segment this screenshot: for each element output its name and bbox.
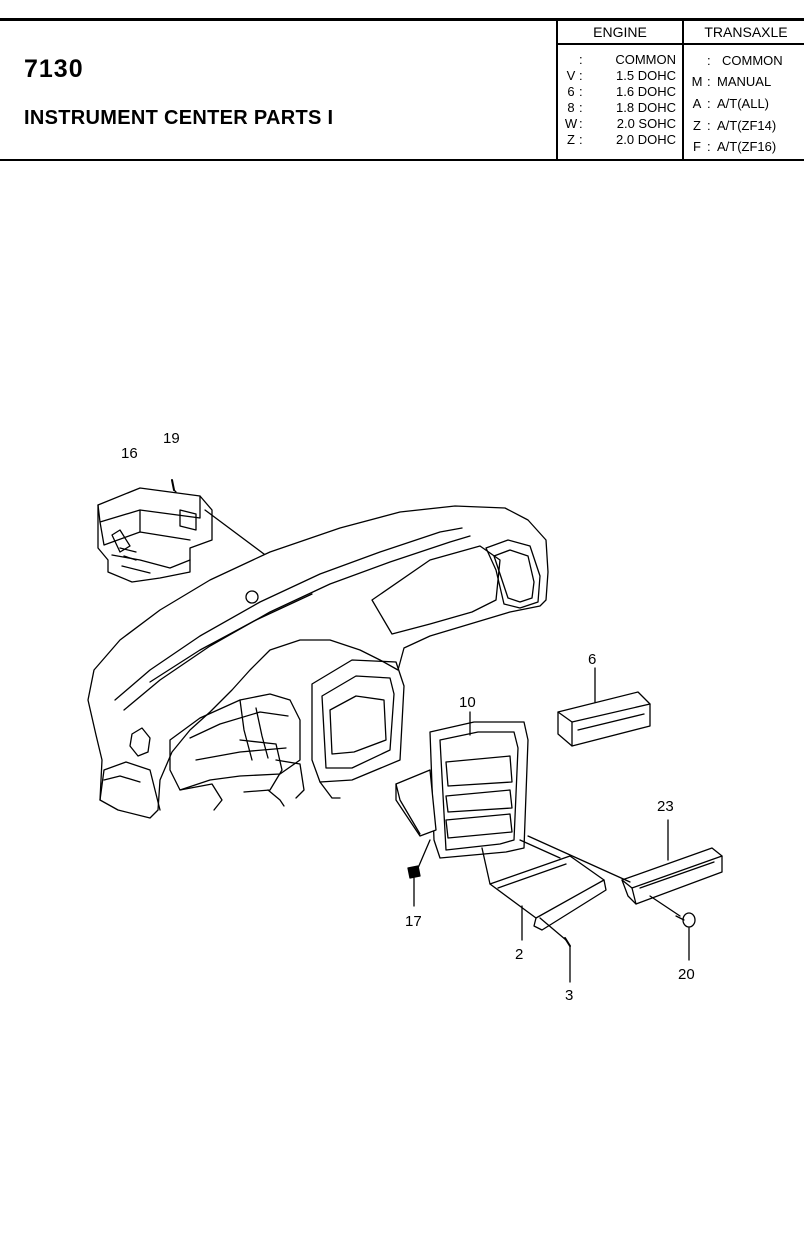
callout-17: 17 xyxy=(405,913,422,930)
transaxle-row: F:A/T(ZF16) xyxy=(693,139,777,154)
part-17-clip xyxy=(407,865,421,879)
transaxle-row: :COMMON xyxy=(707,53,783,68)
callout-16: 16 xyxy=(121,445,138,462)
part-23-tray xyxy=(621,847,723,905)
part-10-center-panel xyxy=(395,721,529,859)
callout-10: 10 xyxy=(459,694,476,711)
engine-row: 8:1.8 DOHC xyxy=(567,100,676,115)
part-6-pocket xyxy=(557,691,651,747)
transaxle-header: TRANSAXLE xyxy=(684,21,804,45)
callout-6: 6 xyxy=(588,651,597,668)
transaxle-row: M:MANUAL xyxy=(691,74,772,89)
part-2-tray xyxy=(489,855,607,931)
engine-row: W:2.0 SOHC xyxy=(564,116,676,131)
callout-3: 3 xyxy=(565,987,574,1004)
engine-legend: ENGINE :COMMON V:1.5 DOHC 6:1.6 DOHC 8:1… xyxy=(558,21,682,159)
exploded-parts-diagram xyxy=(87,479,723,983)
callout-23: 23 xyxy=(657,798,674,815)
header-block: 7130 INSTRUMENT CENTER PARTS I ENGINE :C… xyxy=(0,18,804,161)
part-code: 7130 xyxy=(24,55,84,83)
engine-row: V:1.5 DOHC xyxy=(566,68,676,83)
code-legend: ENGINE :COMMON V:1.5 DOHC 6:1.6 DOHC 8:1… xyxy=(556,21,804,159)
dashboard-body xyxy=(87,505,549,819)
part-16-bracket xyxy=(97,487,213,583)
engine-row: 6:1.6 DOHC xyxy=(567,84,676,99)
engine-row: :COMMON xyxy=(579,52,676,67)
transaxle-legend: TRANSAXLE :COMMON M:MANUAL A:A/T(ALL) Z:… xyxy=(682,21,804,159)
callout-19: 19 xyxy=(163,430,180,447)
part-19-screw xyxy=(171,479,177,493)
engine-header: ENGINE xyxy=(558,21,682,45)
engine-row: Z:2.0 DOHC xyxy=(567,132,676,147)
part-20-screw xyxy=(675,912,696,928)
callout-20: 20 xyxy=(678,966,695,983)
callout-2: 2 xyxy=(515,946,524,963)
page-title: INSTRUMENT CENTER PARTS I xyxy=(24,107,334,129)
transaxle-row: Z:A/T(ZF14) xyxy=(693,118,777,133)
transaxle-row: A:A/T(ALL) xyxy=(692,96,770,111)
